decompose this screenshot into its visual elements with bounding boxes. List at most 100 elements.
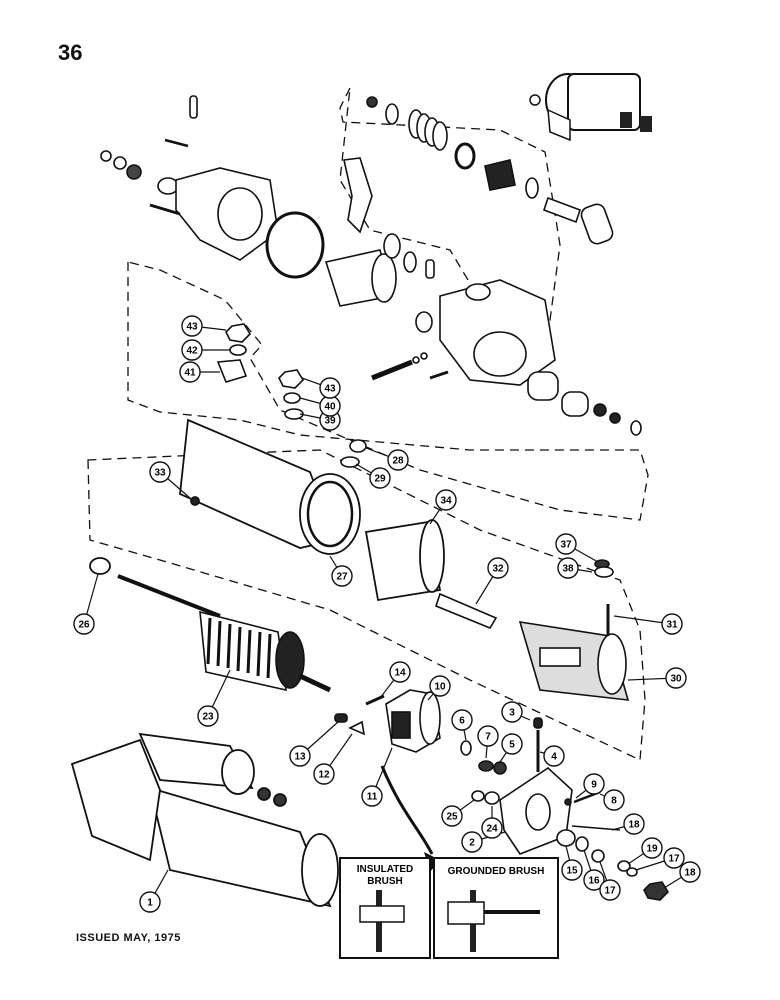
lead-18a [571,825,621,831]
washer-16 [575,836,589,852]
callout-circle [665,667,687,689]
callout-label: 15 [566,866,578,877]
terminal-nut-43b [278,369,305,389]
washer-24 [484,791,500,805]
starter-drive-housing [70,738,161,862]
callout-17: 17 [599,861,621,901]
housing-o-ring [265,211,325,279]
callout-circle [73,613,95,635]
end-washer-2 [609,412,621,424]
screw-head-9 [564,798,572,806]
washer-17b [626,867,638,877]
field-frame [89,418,361,575]
callout-label: 25 [446,812,458,823]
callout-circle [331,565,353,587]
callout-circle [583,869,605,891]
callout-circle [139,891,161,913]
callout-circle [429,675,451,697]
housing-pin [189,95,198,119]
callout-15: 15 [561,845,583,881]
terminal-ring-29 [340,456,360,468]
callout-circle [181,315,203,337]
brush-plate-32 [435,592,498,629]
callout-label: 16 [588,876,600,887]
callout-17: 17 [635,847,685,871]
callout-circle [641,837,663,859]
page-number: 36 [58,40,83,65]
callout-circle [501,701,523,723]
callout-24: 24 [481,806,503,839]
housing-nut [126,164,142,180]
callout-circle [313,763,335,785]
washer-5 [493,761,507,775]
callout-circle [441,805,463,827]
center-housing-port [465,283,491,301]
callout-circle [603,789,625,811]
housing-bushing [157,177,179,195]
callout-label: 31 [666,620,678,631]
callout-label: 40 [324,402,336,413]
plunger-ring [525,177,539,199]
starter-terminal-2 [273,793,287,807]
callout-label: 14 [394,668,406,679]
starter-terminal-1 [257,787,271,801]
callout-circle [197,705,219,727]
center-housing-bore [473,331,527,377]
callout-40: 40 [299,395,341,417]
shaft-pin-washer-1 [412,356,420,364]
end-washer-1 [593,403,607,417]
brush-plate-group [435,559,630,701]
callout-28: 28 [365,447,409,471]
callout-circle [555,533,577,555]
callout-32: 32 [475,557,509,605]
shaft-pin [371,359,413,381]
callout-circle [623,813,645,835]
callout-label: 30 [670,674,682,685]
armature-shaft-end [298,673,332,693]
callout-label: 24 [486,824,498,835]
callout-31: 31 [613,613,683,635]
solenoid-nut [529,94,541,106]
drive-end-group-outline [339,87,561,321]
callout-label: 3 [509,708,515,719]
callout-43: 43 [181,315,227,337]
callout-34: 34 [429,489,457,525]
insulator-end [419,519,445,593]
inset-insulated-title: INSULATED [357,864,413,875]
stud-3 [533,717,543,729]
field-frame-group-outline [127,261,649,521]
callout-4: 4 [539,745,565,767]
drive-pin [425,259,435,279]
commutator-end-group-outline [87,449,646,761]
terminal-strap-41 [216,359,248,383]
bearing-sleeve [527,371,559,401]
callout-circle [319,377,341,399]
inset-arrow [380,765,434,855]
callout-label: 1 [147,898,153,909]
callout-19: 19 [627,837,663,865]
frame-screw-33 [190,496,200,506]
callout-label: 9 [591,780,597,791]
center-housing-group [324,157,642,436]
callout-circle [487,557,509,579]
brush-block [391,711,411,739]
solenoid-bracket [547,108,571,142]
housing-washer-2 [113,156,127,170]
field-coil-end [597,633,627,695]
shift-lever [343,157,373,234]
callout-16: 16 [583,849,605,891]
callout-label: 11 [367,792,378,803]
armature-commutator [275,631,305,689]
end-ring [630,420,642,436]
inset-grounded-brush: GROUNDED BRUSH [433,857,559,959]
callout-18: 18 [611,813,645,835]
washer-6 [460,740,472,756]
callout-label: 17 [604,886,616,897]
callout-26: 26 [73,573,99,635]
spring-seal [454,142,476,170]
callout-41: 41 [179,361,220,383]
callout-9: 9 [575,773,605,799]
callout-circle [599,879,621,901]
